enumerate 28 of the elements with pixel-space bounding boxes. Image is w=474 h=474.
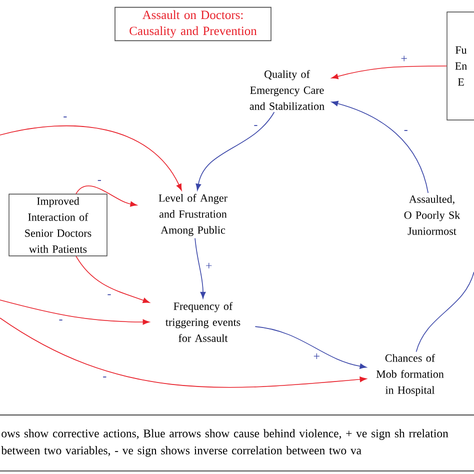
factor-label: Assaulted, O Poorly Sk Juniormost: [404, 195, 460, 235]
sign-label: -: [108, 294, 111, 296]
factor-box: Improved Interaction of Senior Doctors with Patients: [8, 194, 108, 256]
sign-label: +: [206, 262, 212, 268]
sign-label: -: [64, 116, 67, 118]
factor-label: Level of Anger and Frustration Among Public: [158, 194, 228, 236]
arrow: [331, 100, 429, 194]
caption: ows show corrective actions, Blue arrows show cause behind violence, + ve sign sh rrelation between two variables, - ve sign shows inverse correlation between two va: [1, 429, 448, 457]
factor-label: Frequency of triggering events for Assault: [166, 302, 240, 342]
sign-label: +: [401, 56, 407, 62]
factor-label: Chances of Mob formation in Hospital: [376, 354, 444, 396]
factor-label: Quality of Emergency Care and Stabilization: [250, 70, 324, 110]
factor-box: Fu En E: [446, 12, 474, 120]
arrow: [331, 66, 448, 80]
arrow: [196, 112, 275, 191]
arrow: [0, 125, 182, 191]
title-box: Assault on Doctors: Causality and Prevention: [114, 6, 272, 42]
arrow: [76, 256, 150, 303]
arrow: [0, 300, 150, 325]
sign-label: +: [314, 353, 320, 359]
arrow: [194, 238, 206, 299]
sign-label: -: [98, 180, 101, 181]
sign-label: -: [254, 125, 258, 126]
arrow: [254, 326, 367, 369]
sign-label: -: [103, 376, 106, 378]
arrow: [76, 186, 138, 207]
sign-label: -: [404, 130, 408, 131]
arrow: [0, 318, 367, 388]
